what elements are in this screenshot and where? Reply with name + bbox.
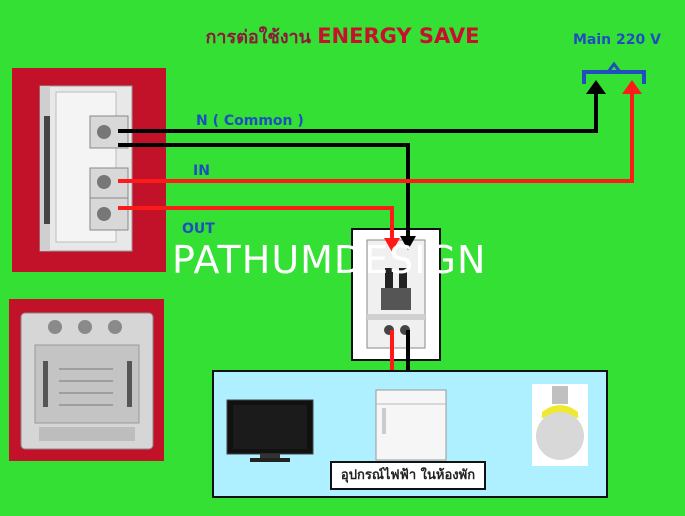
title-thai: การต่อใช้งาน — [205, 27, 318, 48]
main-supply-label: Main 220 V — [573, 32, 661, 48]
output-arrow — [384, 238, 400, 252]
diagram-title: การต่อใช้งาน ENERGY SAVE — [0, 22, 685, 51]
refrigerator-icon — [375, 389, 447, 461]
title-english: ENERGY SAVE — [317, 24, 480, 48]
in-label: IN — [193, 163, 210, 179]
switch-front-photo — [12, 68, 166, 272]
watermark: PATHUMDESIGN — [172, 238, 487, 282]
supply-bracket — [582, 70, 646, 84]
breaker-panel — [351, 228, 441, 361]
switch-front-illustration — [39, 85, 133, 252]
neutral-arrow — [586, 80, 606, 94]
neutral-wire — [118, 88, 598, 133]
light-bulb-icon — [532, 384, 588, 466]
output-wire — [118, 206, 394, 244]
input-arrow — [622, 80, 642, 94]
neutral-label: N ( Common ) — [196, 113, 304, 129]
input-wire — [118, 88, 634, 183]
television-icon — [226, 399, 314, 462]
switch-back-photo — [9, 299, 164, 461]
out-label: OUT — [182, 221, 215, 237]
appliance-caption: อุปกรณ์ไฟฟ้า ในห้องพัก — [330, 461, 486, 490]
switch-back-illustration — [20, 312, 154, 450]
appliances-illustration — [226, 384, 588, 466]
neutral-breaker-wire — [118, 143, 410, 240]
circuit-breaker — [366, 239, 426, 349]
